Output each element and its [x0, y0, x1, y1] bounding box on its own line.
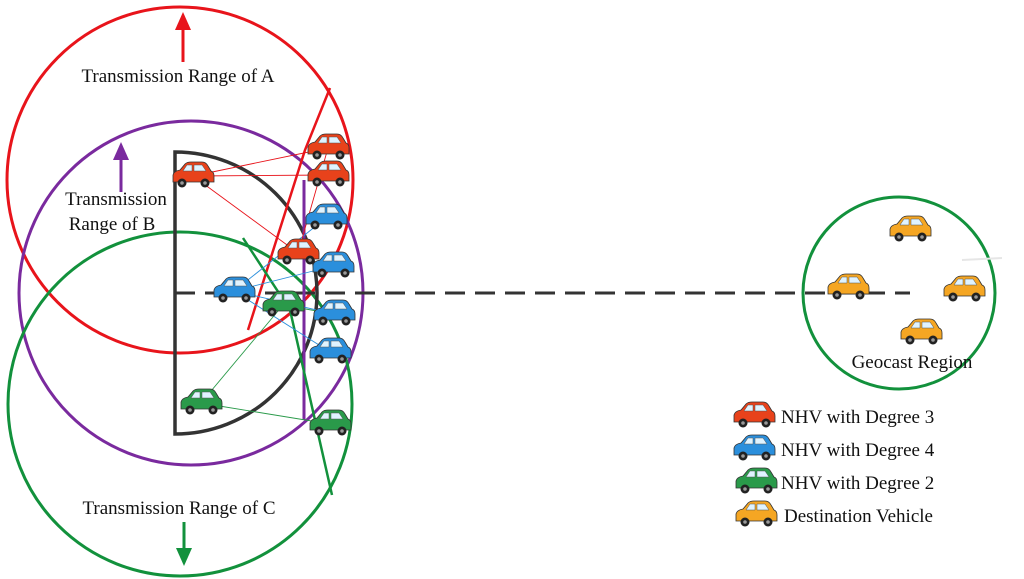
nhv-degree3-car — [172, 161, 215, 188]
nhv-degree2-car — [180, 388, 223, 415]
range-b-label-line1: Transmission — [65, 189, 167, 210]
legend-degree2-car — [735, 467, 778, 494]
legend: NHV with Degree 3 NHV with Degree 4 NHV … — [733, 401, 935, 527]
range-c-arrow — [176, 522, 192, 566]
range-a-label: Transmission Range of A — [81, 66, 274, 87]
legend-degree2-label: NHV with Degree 2 — [781, 473, 934, 494]
legend-destination-car — [735, 500, 778, 527]
range-b-arrow — [113, 142, 129, 192]
destination-car — [943, 275, 986, 302]
range-b-label-line2: Range of B — [69, 214, 156, 235]
faint-tick-mark — [961, 257, 1003, 261]
geocast-region-label: Geocast Region — [852, 352, 973, 373]
destination-car — [827, 273, 870, 300]
nhv-degree4-car — [213, 276, 256, 303]
legend-degree3-label: NHV with Degree 3 — [781, 407, 934, 428]
nhv-degree3-car — [307, 133, 350, 160]
destination-car — [900, 318, 943, 345]
nhv-degree2-car — [262, 290, 305, 317]
range-c-label: Transmission Range of C — [82, 498, 275, 519]
range-a-circle — [5, 5, 355, 355]
nhv-degree3-car — [307, 160, 350, 187]
range-a-sector-boundary — [246, 87, 332, 331]
destination-car — [889, 215, 932, 242]
legend-degree4-car — [733, 434, 776, 461]
forwarding-half-disc — [173, 150, 319, 436]
geocast-region-circle — [801, 195, 997, 391]
range-a-arrow — [175, 12, 191, 62]
connection-lines — [192, 147, 335, 425]
legend-degree4-label: NHV with Degree 4 — [781, 440, 935, 461]
legend-destination-label: Destination Vehicle — [784, 506, 933, 527]
nhv-degree4-car — [309, 337, 352, 364]
nhv-degree4-car — [305, 203, 348, 230]
legend-degree3-car — [733, 401, 776, 428]
nhv-degree2-car — [309, 409, 352, 436]
range-c-sector-boundary — [241, 237, 334, 496]
range-c-circle — [6, 230, 354, 578]
